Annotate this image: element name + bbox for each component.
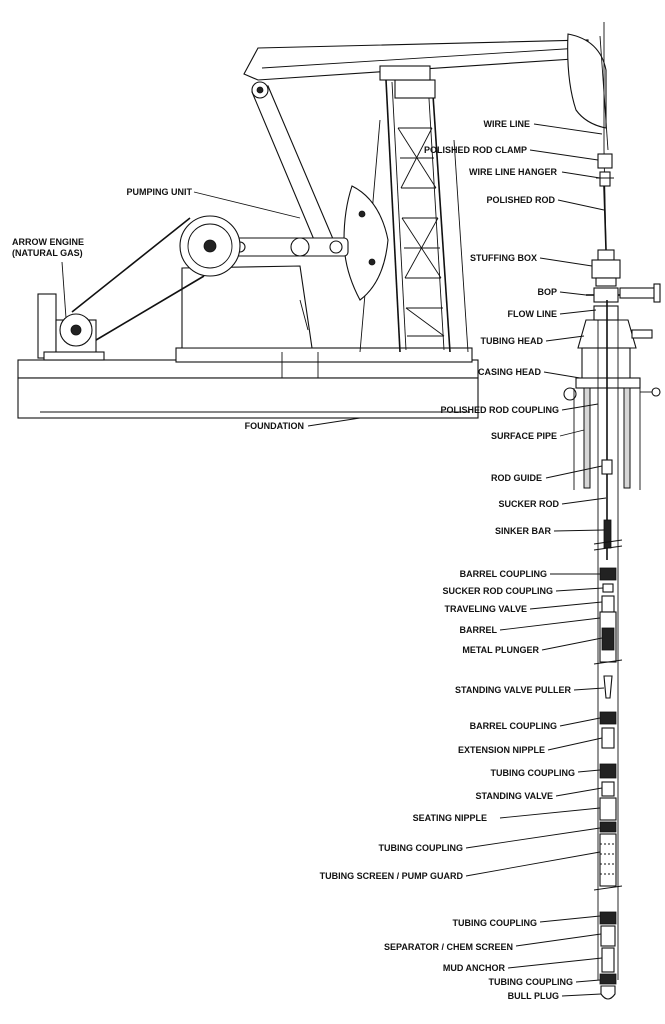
barrel-coupling-upper <box>599 567 617 581</box>
label-casing-head: CASING HEAD <box>478 367 542 377</box>
label-stuffing-box: STUFFING BOX <box>470 253 537 263</box>
label-arrow-engine: ARROW ENGINE <box>12 237 84 247</box>
label-traveling-valve: TRAVELING VALVE <box>444 604 527 614</box>
label-standing-valve-puller: STANDING VALVE PULLER <box>455 685 572 695</box>
flywheel <box>179 215 241 277</box>
bull-plug <box>600 985 616 1000</box>
tubing-screen <box>599 833 617 887</box>
rod-guide <box>601 459 613 475</box>
stuffing-box <box>591 249 621 287</box>
label-foundation: FOUNDATION <box>245 421 304 431</box>
sucker-rod-coupling <box>602 583 614 593</box>
label-bull-plug: BULL PLUG <box>508 991 559 1001</box>
standing-valve-puller <box>603 675 613 699</box>
samson-post <box>359 79 469 353</box>
extension-nipple <box>601 727 615 749</box>
sinker-bar <box>603 519 612 549</box>
traveling-valve <box>601 595 615 613</box>
label-sinker-bar: SINKER BAR <box>495 526 552 536</box>
labels: WIRE LINE POLISHED ROD CLAMP WIRE LINE H… <box>12 119 575 1001</box>
barrel-coupling-lower <box>599 711 617 725</box>
label-barrel-coupling-1: BARREL COUPLING <box>460 569 547 579</box>
seating-nipple <box>599 797 617 821</box>
drive-belt-lower <box>85 275 205 347</box>
gearbox-housing <box>181 265 313 349</box>
metal-plunger <box>601 627 615 651</box>
label-wire-line: WIRE LINE <box>484 119 531 129</box>
standing-valve <box>601 781 615 797</box>
surface-pipe <box>573 387 641 490</box>
label-sucker-rod-coupling: SUCKER ROD COUPLING <box>442 586 553 596</box>
mud-anchor <box>601 947 615 973</box>
casing-head <box>563 347 661 401</box>
drive-belt-upper <box>71 217 191 313</box>
walking-beam <box>243 39 589 81</box>
flow-line <box>619 283 661 303</box>
label-standing-valve: STANDING VALVE <box>475 791 553 801</box>
label-polished-rod: POLISHED ROD <box>486 195 555 205</box>
label-tubing-screen: TUBING SCREEN / PUMP GUARD <box>320 871 464 881</box>
label-mud-anchor: MUD ANCHOR <box>443 963 506 973</box>
pitman-arm <box>251 81 337 255</box>
label-tubing-coupling-2: TUBING COUPLING <box>379 843 464 853</box>
label-metal-plunger: METAL PLUNGER <box>462 645 539 655</box>
polished-rod <box>603 185 607 251</box>
tubing-head <box>577 305 653 349</box>
label-flow-line: FLOW LINE <box>508 309 558 319</box>
label-tubing-coupling-1: TUBING COUPLING <box>491 768 576 778</box>
label-polished-rod-coupling: POLISHED ROD COUPLING <box>440 405 559 415</box>
polished-rod-clamp <box>597 153 613 169</box>
label-barrel: BARREL <box>460 625 498 635</box>
foundation-top-slab <box>17 359 479 379</box>
label-rod-guide: ROD GUIDE <box>491 473 542 483</box>
tubing-coupling-3 <box>599 911 617 925</box>
label-extension-nipple: EXTENSION NIPPLE <box>458 745 545 755</box>
wire-line-hanger <box>599 171 611 187</box>
leader-lines <box>61 123 607 997</box>
label-tubing-head: TUBING HEAD <box>481 336 544 346</box>
label-pumping-unit: PUMPING UNIT <box>126 187 192 197</box>
label-bop: BOP <box>537 287 557 297</box>
horse-head <box>567 33 607 129</box>
arrow-engine <box>37 293 105 361</box>
foundation-block <box>17 377 479 419</box>
label-tubing-coupling-4: TUBING COUPLING <box>489 977 574 987</box>
well-string <box>563 22 661 1000</box>
label-surface-pipe: SURFACE PIPE <box>491 431 557 441</box>
label-tubing-coupling-3: TUBING COUPLING <box>453 918 538 928</box>
tubing-coupling-1 <box>599 763 617 779</box>
label-arrow-engine-type: (NATURAL GAS) <box>12 248 83 258</box>
label-wire-line-hanger: WIRE LINE HANGER <box>469 167 558 177</box>
label-polished-rod-clamp: POLISHED ROD CLAMP <box>424 145 527 155</box>
pumpjack-illustration <box>17 33 607 419</box>
label-sucker-rod: SUCKER ROD <box>498 499 559 509</box>
label-separator: SEPARATOR / CHEM SCREEN <box>384 942 513 952</box>
tubing-coupling-4 <box>599 973 617 985</box>
base-skid <box>175 347 473 363</box>
tubing-coupling-2 <box>599 821 617 833</box>
label-seating-nipple: SEATING NIPPLE <box>413 813 487 823</box>
separator <box>600 925 616 947</box>
crank-arm <box>227 237 349 257</box>
counterweight <box>343 185 389 301</box>
label-barrel-coupling-2: BARREL COUPLING <box>470 721 557 731</box>
